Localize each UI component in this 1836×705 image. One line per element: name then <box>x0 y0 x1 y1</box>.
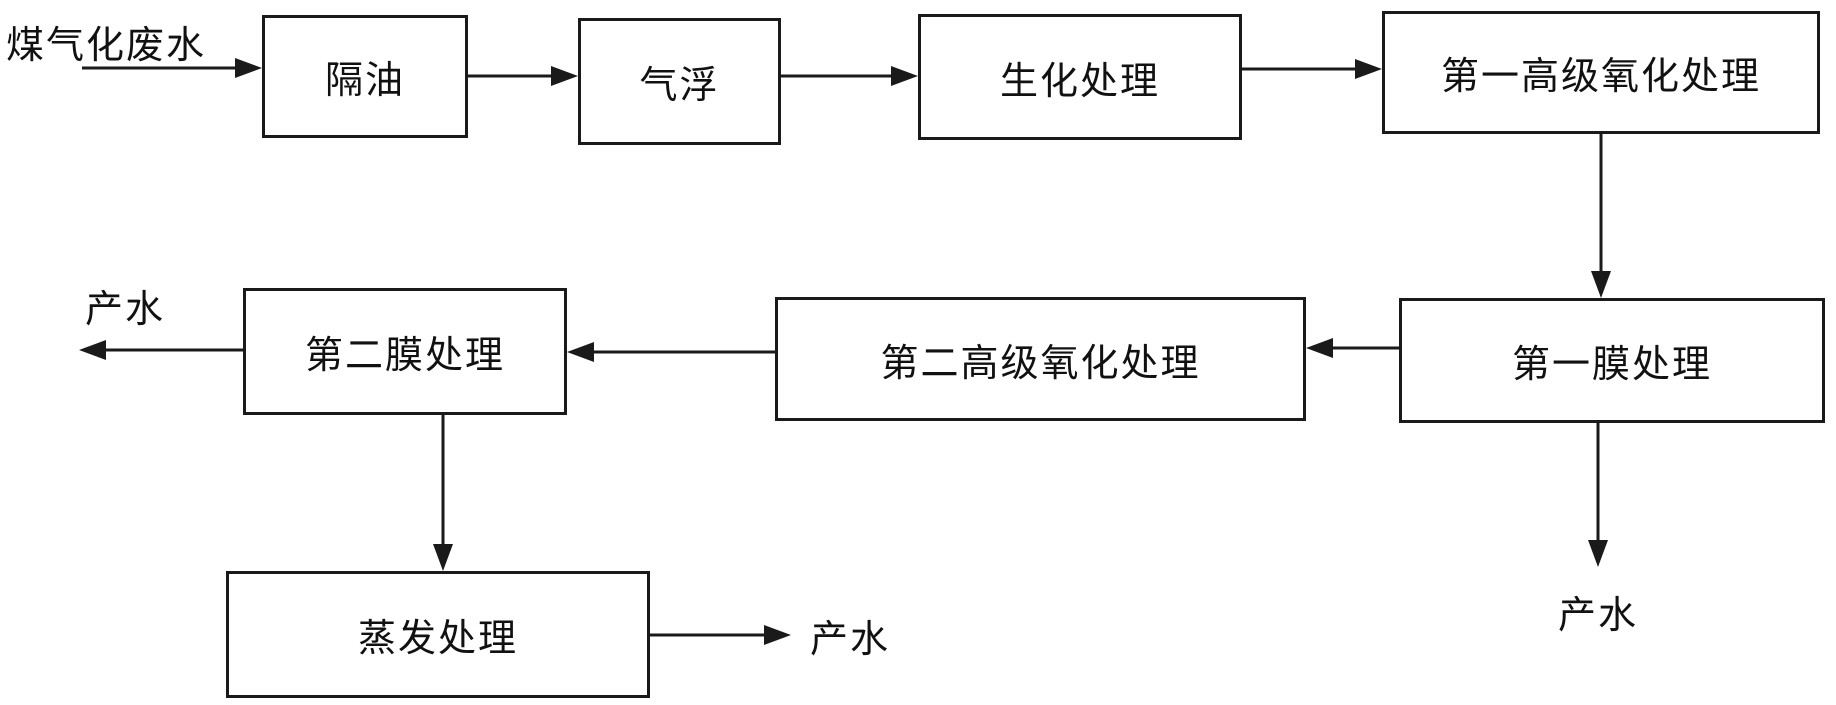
arrowhead-flotation-to-biochem <box>891 66 918 86</box>
first-membrane-box: 第一膜处理 <box>1399 298 1825 423</box>
arrowhead-second-membrane-to-evaporation <box>433 544 453 571</box>
biochemical-box: 生化处理 <box>918 14 1242 140</box>
evaporation-box: 蒸发处理 <box>226 571 650 698</box>
first-aop-box: 第一高级氧化处理 <box>1382 11 1820 134</box>
arrowhead-first-membrane-to-second-aop <box>1306 338 1333 358</box>
arrowhead-biochem-to-first-aop <box>1355 59 1382 79</box>
second-membrane-box: 第二膜处理 <box>243 288 567 415</box>
arrowhead-input-to-oil <box>235 58 262 78</box>
output-label-evaporation: 产水 <box>810 617 891 661</box>
arrowhead-second-aop-to-second-membrane <box>567 342 594 362</box>
output-label-second-membrane: 产水 <box>85 287 166 331</box>
arrowhead-first-aop-to-first-membrane <box>1591 271 1611 298</box>
input-label: 煤气化废水 <box>6 23 207 67</box>
arrowhead-first-membrane-to-output <box>1588 540 1608 567</box>
arrowhead-oil-to-flotation <box>551 66 578 86</box>
arrowhead-evaporation-to-output <box>764 625 791 645</box>
arrowhead-second-membrane-to-output <box>79 340 106 360</box>
output-label-first-membrane: 产水 <box>1558 593 1639 637</box>
oil-separation-box: 隔油 <box>262 15 468 138</box>
air-flotation-box: 气浮 <box>578 18 781 145</box>
second-aop-box: 第二高级氧化处理 <box>775 297 1306 421</box>
